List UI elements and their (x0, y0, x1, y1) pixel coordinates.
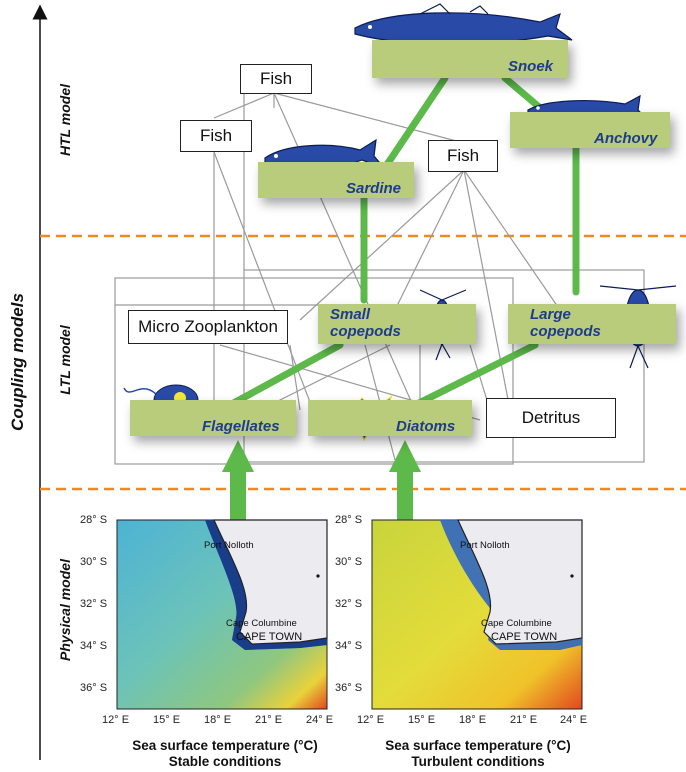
map2-place-cape-columbine: Cape Columbine (481, 618, 552, 629)
map1-lon-tick-15: 15° E (153, 714, 181, 726)
map2-place-cape-town: CAPE TOWN (491, 631, 558, 643)
map1-caption-line2: Stable conditions (168, 754, 282, 769)
map1-lat-tick-34: 34° S (80, 640, 108, 652)
micro-zooplankton-node: Micro Zooplankton (128, 310, 288, 344)
ltl-model-label: LTL model (57, 325, 73, 395)
sst-map-turbulent (371, 519, 583, 710)
fish-node-3: Fish (428, 140, 498, 172)
map1-caption: Sea surface temperature (°C) Stable cond… (110, 738, 340, 770)
large-copepods-label-1: Large (530, 306, 571, 323)
map2-lon-tick-21: 21° E (510, 714, 538, 726)
map1-lon-tick-18: 18° E (204, 714, 232, 726)
flagellates-node (130, 400, 296, 436)
map2-lon-tick-24: 24° E (560, 714, 588, 726)
snoek-label: Snoek (508, 58, 554, 75)
small-copepods-label-2: copepods (330, 323, 401, 340)
map2-lat-tick-34: 34° S (335, 640, 363, 652)
map2-lat-tick-32: 32° S (335, 598, 363, 610)
sardine-label: Sardine (346, 180, 402, 197)
sst-map-stable (116, 519, 328, 710)
map2-caption-line2: Turbulent conditions (411, 754, 545, 769)
map1-place-cape-columbine: Cape Columbine (226, 618, 297, 629)
fish-node-1: Fish (240, 64, 312, 94)
map1-lon-tick-21: 21° E (255, 714, 283, 726)
diatoms-label: Diatoms (396, 418, 456, 435)
map1-lat-tick-28: 28° S (80, 514, 108, 526)
anchovy-label: Anchovy (594, 130, 658, 147)
map1-lon-tick-24: 24° E (306, 714, 334, 726)
snoek-fish-icon (354, 3, 573, 45)
physical-model-label: Physical model (57, 559, 73, 661)
map2-lat-tick-30: 30° S (335, 556, 363, 568)
map2-lon-tick-15: 15° E (408, 714, 436, 726)
coupling-models-label: Coupling models (8, 293, 27, 431)
diatoms-node (308, 400, 472, 436)
map2-lon-tick-12: 12° E (357, 714, 385, 726)
map1-lat-tick-30: 30° S (80, 556, 108, 568)
map2-caption: Sea surface temperature (°C) Turbulent c… (362, 738, 594, 770)
green-link-lines (226, 74, 580, 409)
large-copepods-node (508, 304, 676, 344)
map2-lon-tick-18: 18° E (459, 714, 487, 726)
map2-caption-line1: Sea surface temperature (°C) (385, 738, 571, 753)
htl-model-label: HTL model (57, 83, 73, 157)
snoek-node (372, 40, 568, 78)
large-copepods-label-2: copepods (530, 323, 601, 340)
anchovy-node (510, 112, 670, 148)
flagellates-label: Flagellates (202, 418, 280, 435)
map2-lat-tick-36: 36° S (335, 682, 363, 694)
map2-lat-tick-28: 28° S (335, 514, 363, 526)
map1-place-port-nolloth: Port Nolloth (204, 540, 254, 551)
map1-caption-line1: Sea surface temperature (°C) (132, 738, 318, 753)
small-copepods-node (318, 304, 476, 344)
map1-lon-tick-12: 12° E (102, 714, 130, 726)
map1-lat-tick-32: 32° S (80, 598, 108, 610)
map2-place-port-nolloth: Port Nolloth (460, 540, 510, 551)
small-copepods-label-1: Small (330, 306, 371, 323)
map1-place-cape-town: CAPE TOWN (236, 631, 303, 643)
sardine-node (258, 162, 414, 198)
green-up-arrows (222, 440, 421, 520)
detritus-node: Detritus (486, 398, 616, 438)
fish-node-2: Fish (180, 120, 252, 152)
map1-lat-tick-36: 36° S (80, 682, 108, 694)
